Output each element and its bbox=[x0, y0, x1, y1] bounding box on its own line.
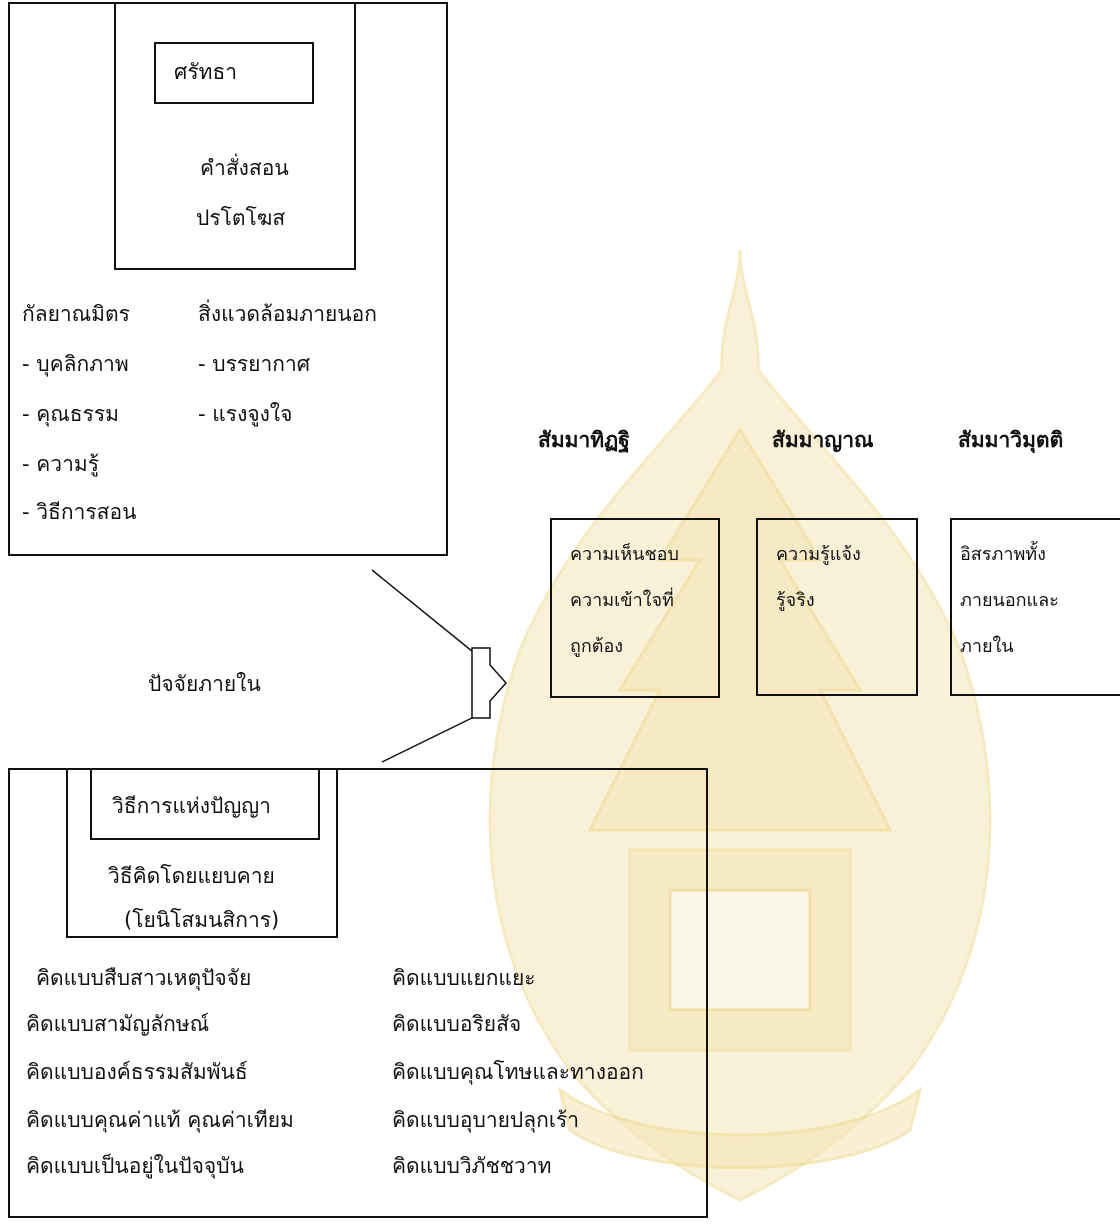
right-view-line: ถูกต้อง bbox=[570, 636, 624, 657]
right-liberation-line: ภายนอกและ bbox=[960, 590, 1059, 611]
connector-line-bottom bbox=[381, 715, 477, 763]
right-view-heading: สัมมาทิฏฐิ bbox=[538, 428, 630, 452]
thinking-method: คิดแบบสามัญลักษณ์ bbox=[26, 1012, 210, 1036]
environment-heading: สิ่งแวดล้อมภายนอก bbox=[198, 302, 377, 326]
thinking-method: คิดแบบอุบายปลุกเร้า bbox=[392, 1108, 580, 1132]
right-knowledge-line: รู้จริง bbox=[776, 590, 815, 611]
right-liberation-line: ภายใน bbox=[960, 636, 1014, 657]
thinking-method: คิดแบบวิภัชชวาท bbox=[392, 1154, 552, 1178]
right-view-box: ความเห็นชอบ ความเข้าใจที่ ถูกต้อง bbox=[550, 518, 720, 698]
thinking-method: คิดแบบอริยสัจ bbox=[392, 1012, 522, 1036]
kalyanamitta-item: - บุคลิกภาพ bbox=[22, 352, 129, 376]
internal-factors-label: ปัจจัยภายใน bbox=[148, 672, 261, 696]
external-factors-box: ศรัทธา คำสั่งสอน ปรโตโฆส กัลยาณมิตร - บุ… bbox=[8, 2, 448, 556]
right-knowledge-line: ความรู้แจ้ง bbox=[776, 544, 861, 565]
right-liberation-heading: สัมมาวิมุตติ bbox=[958, 428, 1064, 452]
thinking-method: คิดแบบคุณโทษและทางออก bbox=[392, 1060, 644, 1084]
paratoghosa-text: ปรโตโฆส bbox=[196, 206, 286, 230]
environment-item: - บรรยากาศ bbox=[198, 352, 311, 376]
connector-line-top bbox=[371, 569, 479, 657]
wisdom-title: วิธีการแห่งปัญญา bbox=[112, 794, 271, 818]
environment-item: - แรงจูงใจ bbox=[198, 402, 293, 426]
yoniso-pali-text: (โยนิโสมนสิการ) bbox=[124, 908, 280, 932]
kalyanamitta-heading: กัลยาณมิตร bbox=[22, 302, 130, 326]
wisdom-title-box: วิธีการแห่งปัญญา bbox=[90, 768, 320, 840]
kalyanamitta-item: - คุณธรรม bbox=[22, 402, 120, 426]
yoniso-text: วิธีคิดโดยแยบคาย bbox=[108, 864, 275, 888]
right-view-line: ความเห็นชอบ bbox=[570, 544, 679, 565]
faith-title: ศรัทธา bbox=[174, 60, 238, 84]
thinking-method: คิดแบบคุณค่าแท้ คุณค่าเทียม bbox=[26, 1108, 294, 1132]
internal-factors-box: วิธีการแห่งปัญญา วิธีคิดโดยแยบคาย (โยนิโ… bbox=[8, 768, 708, 1218]
faith-title-box: ศรัทธา bbox=[154, 42, 314, 104]
wisdom-inner-box: วิธีการแห่งปัญญา วิธีคิดโดยแยบคาย (โยนิโ… bbox=[66, 768, 338, 938]
thinking-method: คิดแบบแยกแยะ bbox=[392, 966, 536, 990]
thinking-method: คิดแบบสืบสาวเหตุปัจจัย bbox=[36, 966, 252, 990]
teaching-text: คำสั่งสอน bbox=[200, 156, 289, 180]
right-knowledge-box: ความรู้แจ้ง รู้จริง bbox=[756, 518, 918, 696]
right-liberation-line: อิสรภาพทั้ง bbox=[960, 544, 1046, 565]
thinking-method: คิดแบบเป็นอยู่ในปัจจุบัน bbox=[26, 1154, 244, 1178]
right-view-line: ความเข้าใจที่ bbox=[570, 590, 674, 611]
kalyanamitta-item: - วิธีการสอน bbox=[22, 500, 137, 524]
connector-arrow-icon bbox=[471, 647, 508, 719]
kalyanamitta-item: - ความรู้ bbox=[22, 452, 100, 476]
faith-inner-box: ศรัทธา คำสั่งสอน ปรโตโฆส bbox=[114, 2, 356, 270]
thinking-method: คิดแบบองค์ธรรมสัมพันธ์ bbox=[26, 1060, 248, 1084]
right-liberation-box: อิสรภาพทั้ง ภายนอกและ ภายใน bbox=[950, 518, 1120, 696]
right-knowledge-heading: สัมมาญาณ bbox=[772, 428, 874, 452]
